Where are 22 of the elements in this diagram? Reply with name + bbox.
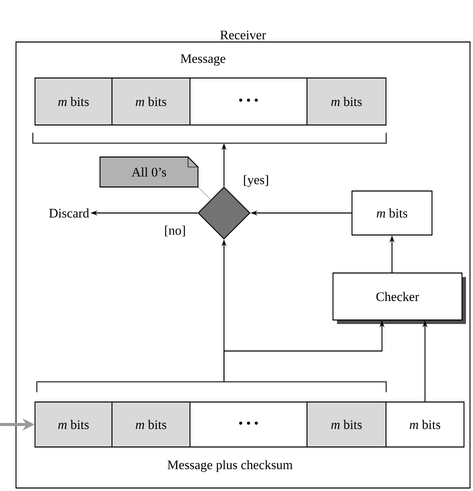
bracket — [36, 381, 387, 393]
bit-cell: m bits — [34, 78, 112, 126]
bit-cell: m bits — [306, 78, 386, 126]
row-caption: Message plus checksum — [168, 460, 293, 472]
edge-label: [no] — [163, 224, 187, 238]
bit-cell: m bits — [306, 402, 386, 448]
decision-diamond — [198, 186, 250, 240]
bit-cell: m bits — [112, 78, 190, 126]
note-box: All 0’s — [100, 156, 198, 188]
row-caption: Message — [180, 54, 226, 66]
bit-cell: • • • — [190, 402, 308, 448]
leader-line — [198, 186, 212, 200]
edge-label: [yes] — [242, 174, 270, 188]
bit-cell: m bits — [386, 402, 464, 448]
process-box: Checker — [332, 272, 466, 324]
output-label: Discard — [49, 208, 90, 218]
node-label: Receiver — [220, 30, 266, 40]
process-box: m bits — [352, 190, 432, 236]
bracket — [32, 132, 387, 144]
bit-cell: m bits — [34, 402, 112, 448]
bit-cell: • • • — [190, 78, 308, 126]
bit-cell: m bits — [112, 402, 190, 448]
